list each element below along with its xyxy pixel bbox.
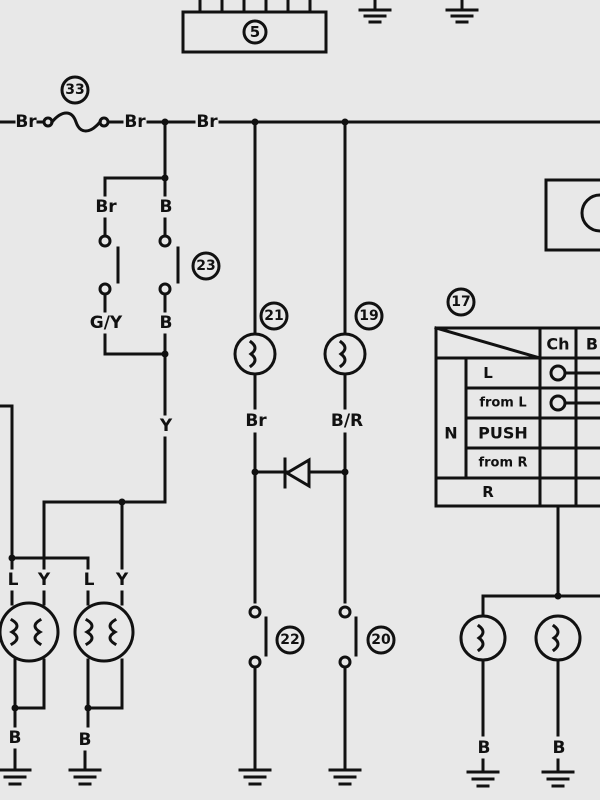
indicator-lamp-right-2 <box>534 614 582 662</box>
table-row-from-l: from L <box>479 396 526 411</box>
wire-y-drop: Y <box>0 352 173 570</box>
indicator-lamp-19 <box>323 332 367 376</box>
table-header-b: B <box>586 335 598 354</box>
table-row-from-r: from R <box>478 456 527 471</box>
switch-23: Br B G/Y B 23 <box>90 120 221 358</box>
indicator-lamp-21 <box>233 332 277 376</box>
wire-label-b: B <box>79 730 92 750</box>
wire-label-y: Y <box>159 416 173 436</box>
wire-label-br: Br <box>245 411 267 431</box>
switch-20-number: 20 <box>371 632 391 648</box>
right-lamps: B B <box>459 592 600 788</box>
bulb-left-1 <box>0 601 60 663</box>
table-17-number: 17 <box>451 294 470 310</box>
indicator-lamp-right-1 <box>459 614 507 662</box>
bulb-left-2 <box>73 601 135 663</box>
fuse-33 <box>49 111 103 133</box>
wire-label-b: B <box>478 738 491 758</box>
wire-label-br: B/R <box>331 411 363 431</box>
component-5-marker <box>242 19 268 45</box>
fuse-33-callout: 33 <box>60 75 90 105</box>
component-right-box <box>544 178 600 252</box>
wire-label-br: Br <box>196 112 218 132</box>
lamp-19-number: 19 <box>359 308 378 324</box>
switch-20: 20 <box>328 605 396 786</box>
wire-label-y: Y <box>115 570 129 590</box>
wire-label-b: B <box>160 313 173 333</box>
ground-top-1 <box>358 0 392 24</box>
wire-label-b: B <box>9 728 22 748</box>
wire-label-l: L <box>84 570 95 590</box>
switch-22-number: 22 <box>280 632 299 648</box>
fuse-33-number: 33 <box>65 82 84 98</box>
wire-label-l: L <box>8 570 19 590</box>
switch-table-17: 17 Ch B L from L PUSH from R R N <box>434 287 600 598</box>
wire-label-b: B <box>553 738 566 758</box>
main-bus: Br Br Br <box>0 111 600 133</box>
wire-label-gy: G/Y <box>90 313 123 333</box>
wire-label-br: Br <box>95 197 117 217</box>
lamp-21-number: 21 <box>264 308 283 324</box>
diode <box>253 457 347 489</box>
bulb-pair-left: L Y L Y B B <box>0 570 135 786</box>
lamp-21-branch: Br 21 <box>233 120 289 604</box>
wire-label-br: Br <box>124 112 146 132</box>
table-header-ch: Ch <box>546 335 569 354</box>
wire-label-y: Y <box>37 570 51 590</box>
component-5-number: 5 <box>250 23 260 41</box>
switch-22: 22 <box>238 605 305 786</box>
lamp-19-branch: B/R 19 <box>323 120 384 604</box>
component-5: 5 <box>181 0 328 54</box>
table-side-label: N <box>444 424 457 443</box>
table-row-l: L <box>483 364 493 382</box>
table-row-push: PUSH <box>478 424 528 443</box>
ground-top-2 <box>445 0 479 24</box>
switch-23-number: 23 <box>196 258 215 274</box>
wire-label-br: Br <box>15 112 37 132</box>
table-row-r: R <box>482 483 494 501</box>
wire-label-b: B <box>160 197 173 217</box>
